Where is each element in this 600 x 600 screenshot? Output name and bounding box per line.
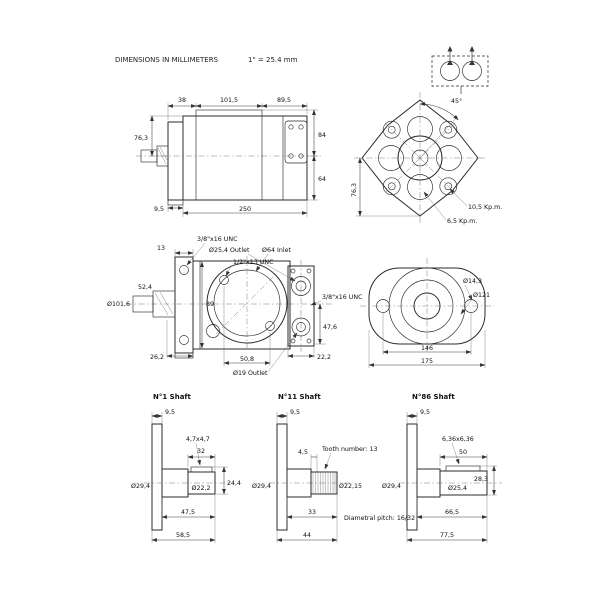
shaft1-dim-22-2: Ø22,2 xyxy=(192,484,211,492)
side-view-outline xyxy=(136,109,322,206)
tooth-note: Tooth number: 13 xyxy=(321,446,378,453)
dim-89-5: 89,5 xyxy=(277,97,291,104)
torque-inner: 6,5 Kp.m. xyxy=(447,218,477,225)
shaft2-dimensions: 9,5 4,5 Tooth number: 13 Ø29,4 Ø22,15 33… xyxy=(252,409,415,543)
shaft1-key-label: 4,7x4,7 xyxy=(186,436,210,443)
shaft3-dim-9-5: 9,5 xyxy=(420,409,430,416)
dim-101-6: Ø101,6 xyxy=(107,300,130,308)
dim-146: 146 xyxy=(421,345,433,352)
shaft3-dim-50: 50 xyxy=(459,449,467,456)
shaft3-dimensions: 9,5 6,36x6,36 50 Ø29,4 Ø25,4 28,3 66,5 7… xyxy=(382,409,497,543)
side-view: 38 101,5 89,5 76,3 84 64 9,5 250 xyxy=(134,97,326,217)
shaft2-outline xyxy=(269,423,352,531)
torque-outer: 10,5 Kp.m. xyxy=(468,204,502,211)
dim-50-8: 50,8 xyxy=(240,356,254,363)
dim-26-2: 26,2 xyxy=(150,354,164,361)
shaft1-title: N°1 Shaft xyxy=(153,393,191,401)
shaft1-dim-58-5: 58,5 xyxy=(176,532,190,539)
shaft1-dim-32: 32 xyxy=(197,448,205,455)
mount-flange-dimensions: Ø14,3 Ø121 146 175 xyxy=(368,277,490,368)
shaft3-dim-25-4: Ø25,4 xyxy=(448,484,467,492)
flow-arrow-icon xyxy=(469,60,475,65)
dim-38: 38 xyxy=(178,97,186,104)
shaft1-dim-24-4: 24,4 xyxy=(227,480,241,487)
thread-mid-label: 1/2"x13 UNC xyxy=(233,259,274,266)
shaft2-title: N°11 Shaft xyxy=(278,393,321,401)
shaft1-dim-29-4: Ø29,4 xyxy=(131,482,150,490)
front-view-outline xyxy=(126,256,332,359)
dim-175: 175 xyxy=(421,358,433,365)
shaft3-key-label: 6,36x6,36 xyxy=(442,436,474,443)
front-view-dimensions: 13 3/8"x16 UNC Ø25,4 Outlet Ø64 Inlet 1/… xyxy=(107,236,363,377)
dim-84: 84 xyxy=(318,132,326,139)
dim-47-6: 47,6 xyxy=(323,324,337,331)
shaft3-dim-28-3: 28,3 xyxy=(474,476,488,483)
dim-52-4: 52,4 xyxy=(138,284,152,291)
dim-250: 250 xyxy=(239,206,251,213)
shaft1-dimensions: 9,5 4,7x4,7 32 Ø29,4 Ø22,2 24,4 47,5 58,… xyxy=(131,409,241,543)
shaft3-dim-66-5: 66,5 xyxy=(445,509,459,516)
dim-76-3: 76,3 xyxy=(134,135,148,142)
inlet-label: Ø64 Inlet xyxy=(262,246,291,254)
header: DIMENSIONS IN MILLIMETERS 1" = 25.4 mm xyxy=(115,56,298,64)
shaft2-dim-33: 33 xyxy=(308,509,316,516)
shaft2-dim-9-5: 9,5 xyxy=(290,409,300,416)
outlet-bottom-label: Ø19 Outlet xyxy=(233,369,268,377)
rear-flange-dimensions: 45° 76,3 10,5 Kp.m. 6,5 Kp.m. xyxy=(351,97,502,225)
mount-flange-view: Ø14,3 Ø121 146 175 xyxy=(360,258,494,368)
dim-89: 89 xyxy=(206,301,214,308)
scale-note: 1" = 25.4 mm xyxy=(248,56,298,64)
dim-76-3-rear: 76,3 xyxy=(351,183,358,197)
outlet-top-label: Ø25,4 Outlet xyxy=(209,246,250,254)
front-view: 13 3/8"x16 UNC Ø25,4 Outlet Ø64 Inlet 1/… xyxy=(107,236,363,377)
dim-64: 64 xyxy=(318,176,326,183)
mount-flange-outline xyxy=(360,258,494,352)
dim-101-5: 101,5 xyxy=(220,97,238,104)
shaft2-view: N°11 Shaft 9,5 4,5 Tooth number: 13 xyxy=(252,393,415,543)
shaft1-dim-47-5: 47,5 xyxy=(181,509,195,516)
dim-121: Ø121 xyxy=(473,291,490,299)
rear-flange-view: 45° 76,3 10,5 Kp.m. 6,5 Kp.m. xyxy=(351,92,502,225)
side-view-dimensions: 38 101,5 89,5 76,3 84 64 9,5 250 xyxy=(134,97,326,217)
shaft2-dim-4-5: 4,5 xyxy=(298,449,308,456)
shaft1-view: N°1 Shaft 9,5 4,7x4,7 32 Ø29,4 Ø22,2 24,… xyxy=(131,393,241,543)
spline-hatch xyxy=(312,472,336,494)
dim-9-5: 9,5 xyxy=(154,206,164,213)
thread-right-label: 3/8"x16 UNC xyxy=(322,294,363,301)
dim-45deg: 45° xyxy=(451,97,462,105)
units-note: DIMENSIONS IN MILLIMETERS xyxy=(115,56,219,64)
dim-13: 13 xyxy=(157,245,165,252)
shaft2-dim-44: 44 xyxy=(303,532,311,539)
flow-arrow-icon xyxy=(447,60,453,65)
shaft3-title: N°86 Shaft xyxy=(412,393,455,401)
shaft1-outline xyxy=(144,423,230,531)
shaft2-dim-22-15: Ø22,15 xyxy=(339,482,362,490)
thread-top-label: 3/8"x16 UNC xyxy=(197,236,238,243)
shaft2-dim-29-4: Ø29,4 xyxy=(252,482,271,490)
shaft1-dim-9-5: 9,5 xyxy=(165,409,175,416)
shaft3-view: N°86 Shaft 9,5 6,36x6,36 50 Ø29,4 Ø25,4 … xyxy=(382,393,502,543)
dim-22-2: 22,2 xyxy=(317,354,331,361)
dim-14-3: Ø14,3 xyxy=(463,277,482,285)
hydraulic-pump-symbol xyxy=(431,46,489,94)
shaft3-dim-29-4: Ø29,4 xyxy=(382,482,401,490)
shaft3-dim-77-5: 77,5 xyxy=(440,532,454,539)
pitch-note: Diametral pitch: 16/32 xyxy=(344,515,415,522)
shaft3-outline xyxy=(399,423,502,531)
